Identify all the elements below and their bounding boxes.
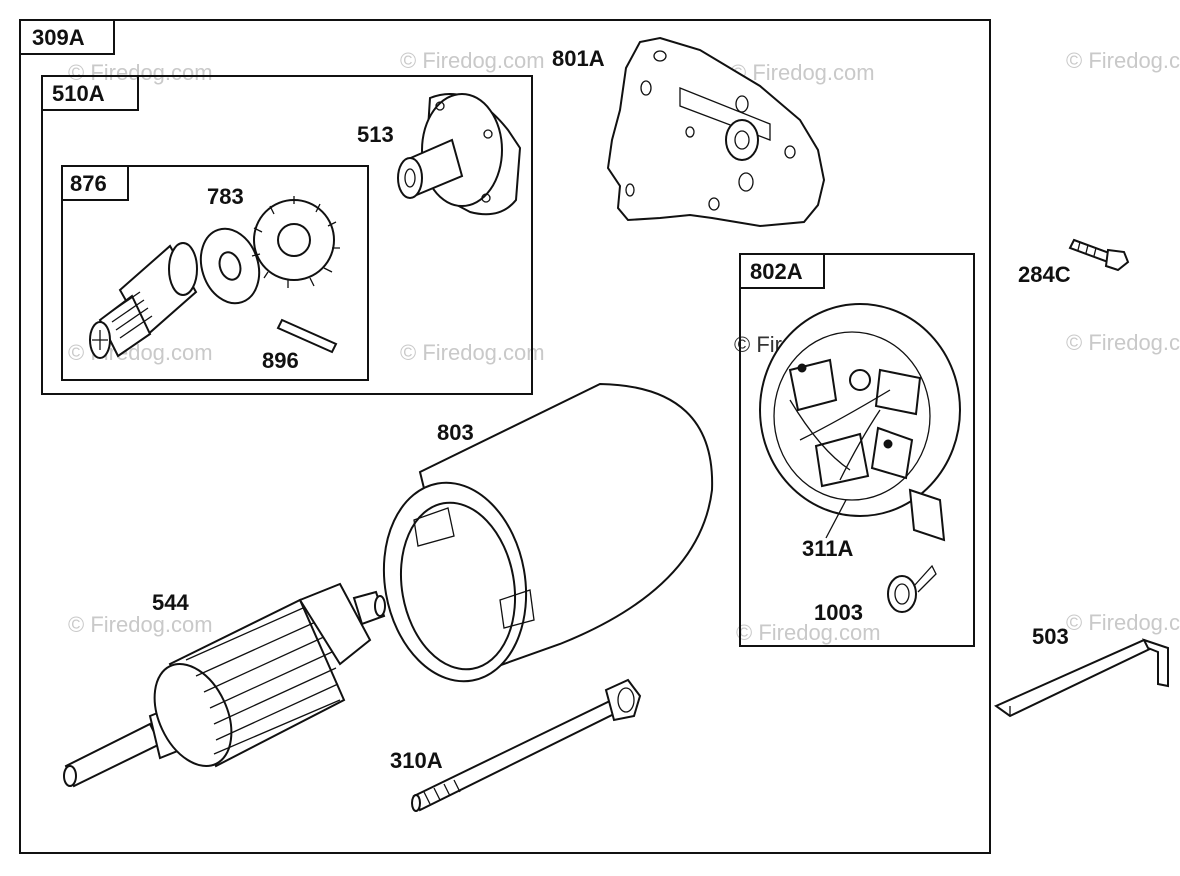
armature-544 [63, 582, 386, 788]
watermark: © Firedog.com [400, 340, 545, 365]
starter-drive-876 [89, 242, 198, 359]
through-bolt-310A [411, 678, 642, 812]
brush-plate-802A [759, 303, 961, 542]
assembly-309A-box: 309A [19, 19, 991, 854]
watermark: © Firedog.com [736, 620, 881, 645]
washer-876 [199, 227, 261, 305]
part-label-503[interactable]: 503 [1032, 624, 1069, 649]
watermark: © Firedog.com [68, 60, 213, 85]
bracket-plate-801A [606, 36, 826, 228]
pinion-gear-783 [251, 196, 340, 288]
part-label-544[interactable]: 544 [152, 590, 189, 615]
part-label-1003[interactable]: 1003 [814, 600, 863, 625]
assembly-802A-box: 802A [739, 253, 975, 647]
assembly-label-309A: 309A [32, 25, 85, 50]
watermark: © Firedog.com [1066, 610, 1180, 635]
assembly-label-876: 876 [70, 171, 107, 196]
assembly-510A-box: 510A [41, 75, 533, 395]
field-housing-803 [382, 382, 714, 683]
watermark: © Firedog.com [1066, 48, 1180, 73]
watermark: © Firedog.com [1066, 330, 1180, 355]
part-label-310A[interactable]: 310A [390, 748, 443, 773]
watermark: © Firedog.com [730, 60, 875, 85]
part-label-801A[interactable]: 801A [552, 46, 605, 71]
part-label-896[interactable]: 896 [262, 348, 299, 373]
assembly-label-802A: 802A [750, 259, 803, 284]
part-label-783[interactable]: 783 [207, 184, 244, 209]
spring-1003 [887, 564, 937, 613]
part-label-513[interactable]: 513 [357, 122, 394, 147]
part-label-803[interactable]: 803 [437, 420, 474, 445]
watermark: © Firedog.com [68, 612, 213, 637]
assembly-label-510A: 510A [52, 81, 105, 106]
bolt-284C [1068, 238, 1130, 272]
strip-bracket-503 [993, 638, 1169, 718]
leader-line-311A [825, 499, 847, 539]
part-label-311A[interactable]: 311A [802, 536, 853, 561]
watermark: © Firedog.com [400, 48, 545, 73]
drive-housing-513 [397, 93, 522, 216]
assembly-876-box: 876 [61, 165, 369, 381]
roll-pin-896 [276, 318, 338, 354]
part-label-284C[interactable]: 284C [1018, 262, 1071, 287]
part-callouts: 801A 513 783 896 284C 803 311A 1003 544 … [152, 46, 1071, 773]
